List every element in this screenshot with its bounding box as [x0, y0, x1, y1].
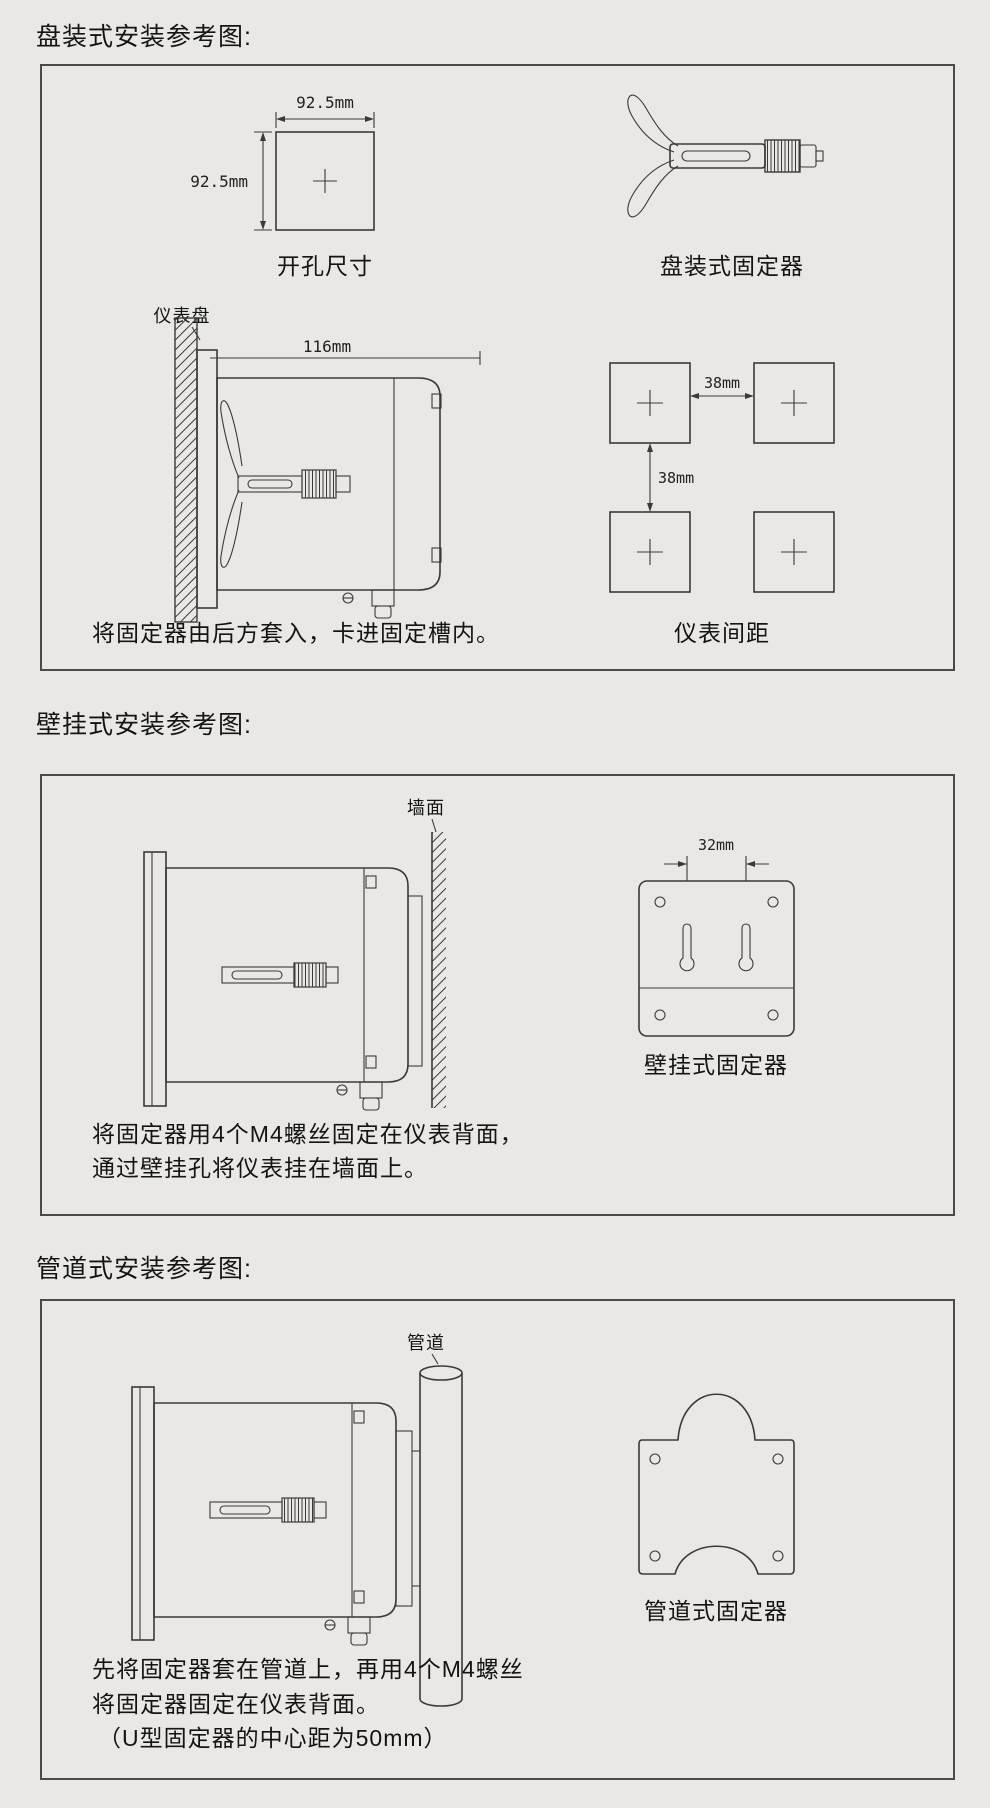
- panel-section-box: 92.5mm 92.5mm 开孔尺寸 盘装式固定器: [40, 64, 955, 671]
- wall-mount-diagram: 墙面: [92, 798, 795, 1181]
- spacing-crosses: [637, 390, 807, 565]
- spacing-v-dim: 38mm: [658, 469, 694, 487]
- cutout-width-dim: 92.5mm: [296, 93, 354, 112]
- panel-section-heading: 盘装式安装参考图:: [36, 23, 252, 51]
- spacing-caption: 仪表间距: [674, 620, 770, 646]
- wall-section-heading: 壁挂式安装参考图:: [36, 711, 252, 739]
- wall-caption-line1: 将固定器用4个M4螺丝固定在仪表背面，: [92, 1121, 524, 1147]
- wall-fixer-caption: 壁挂式固定器: [644, 1052, 788, 1078]
- panel-strip: [174, 317, 198, 623]
- panel-fixer-caption: 盘装式固定器: [660, 253, 804, 279]
- wall-drawing: 墙面: [407, 798, 446, 1108]
- pipe-caption-line3: （U型固定器的中心距为50mm）: [98, 1725, 448, 1751]
- pipe-caption-line1: 先将固定器套在管道上，再用4个M4螺丝: [92, 1656, 524, 1682]
- pipe-drawing: 管道: [407, 1333, 463, 1707]
- spacing-h-dim: 38mm: [704, 374, 740, 392]
- wall-section-box: 墙面: [40, 774, 955, 1216]
- spacing-diagram: 38mm 38mm 仪表间距: [609, 362, 835, 646]
- cutout-caption: 开孔尺寸: [277, 253, 373, 279]
- pipe-side-view: [131, 1386, 420, 1646]
- pipe-fixer-caption: 管道式固定器: [644, 1598, 788, 1624]
- depth-dim: 116mm: [303, 337, 351, 356]
- pipe-label: 管道: [407, 1333, 445, 1353]
- pipe-caption-line2: 将固定器固定在仪表背面。: [92, 1691, 380, 1717]
- panel-fixer-drawing: 盘装式固定器: [627, 94, 824, 279]
- wall-label: 墙面: [407, 798, 445, 818]
- pipe-section-box: 管道 管道式固定器 先将固定器套在管道上，再用4个M4螺丝 将固定器固定在仪表背…: [40, 1299, 955, 1780]
- panel-install-caption: 将固定器由后方套入，卡进固定槽内。: [92, 620, 500, 646]
- cutout-height-dim: 92.5mm: [190, 172, 248, 191]
- panel-side-view: 仪表盘: [154, 306, 481, 623]
- cutout-diagram: 92.5mm 92.5mm 开孔尺寸: [190, 93, 375, 279]
- wall-fixer-drawing: 32mm 壁挂式固定器: [638, 836, 795, 1078]
- wall-caption-line2: 通过壁挂孔将仪表挂在墙面上。: [92, 1155, 428, 1181]
- wall-side-view: [143, 851, 423, 1111]
- pipe-fixer-drawing: 管道式固定器: [638, 1393, 795, 1624]
- wall-hole-spacing-dim: 32mm: [698, 836, 734, 854]
- pipe-section-heading: 管道式安装参考图:: [36, 1255, 252, 1283]
- pipe-mount-diagram: 管道 管道式固定器 先将固定器套在管道上，再用4个M4螺丝 将固定器固定在仪表背…: [92, 1333, 795, 1751]
- panel-mount-diagram: 92.5mm 92.5mm 开孔尺寸 盘装式固定器: [92, 93, 835, 646]
